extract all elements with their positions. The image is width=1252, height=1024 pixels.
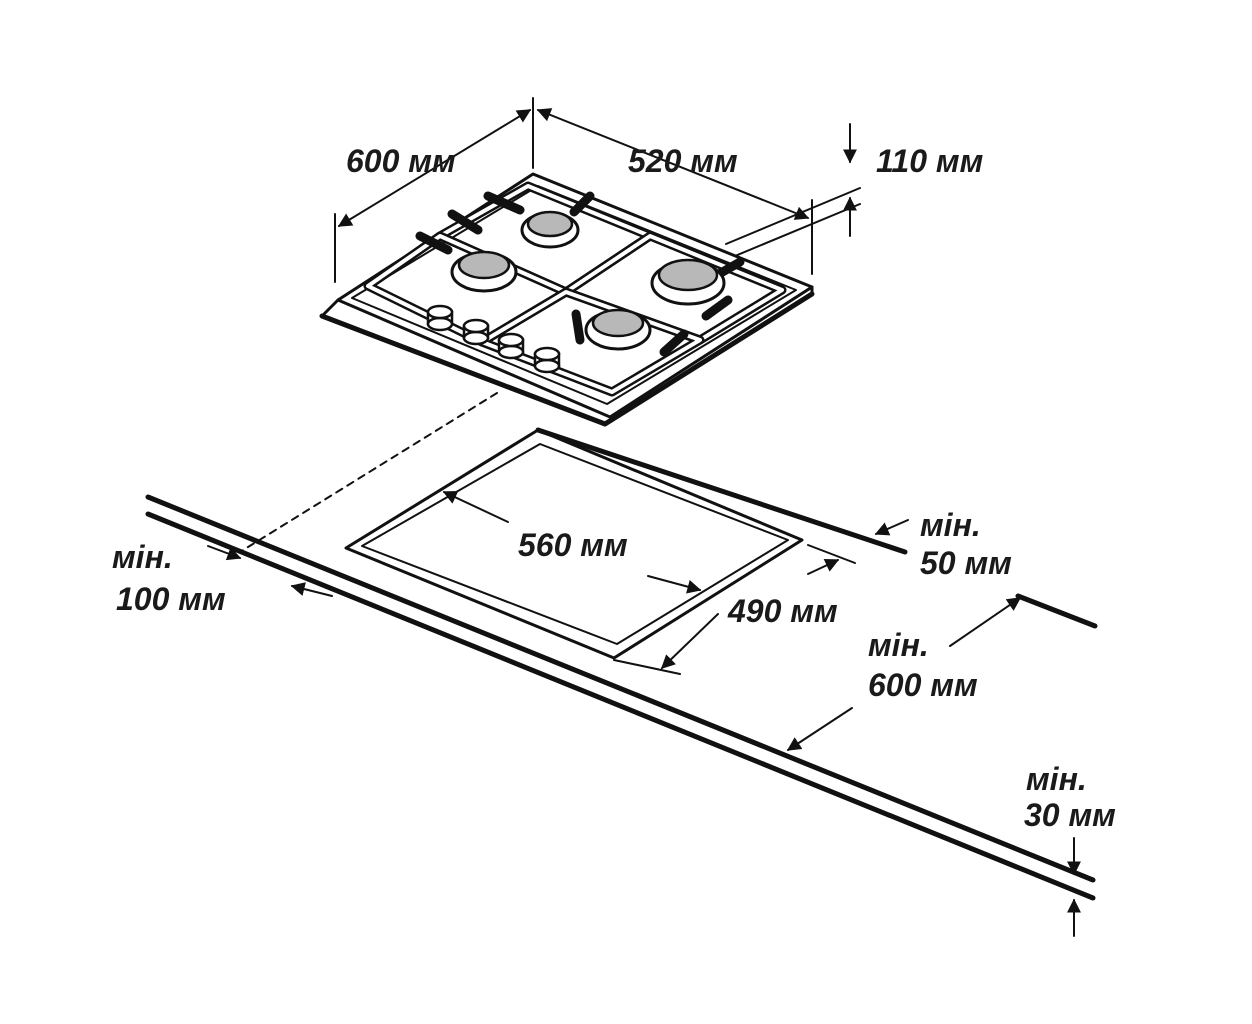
cutout-inner [361, 443, 789, 645]
back-clearance-value: 50 мм [920, 545, 1012, 581]
knob-4-icon [533, 346, 561, 374]
knob-1-icon [426, 304, 454, 332]
knob-3-icon [497, 332, 525, 360]
cutout-width-arrow-right [647, 575, 702, 594]
hob-height-label: 110 мм [876, 143, 984, 179]
burner-front-left [450, 250, 518, 293]
gas-hob [319, 172, 815, 427]
front-clearance-value: 600 мм [868, 667, 978, 703]
burner-front-right [584, 308, 652, 351]
side-clearance-arrow-right [290, 582, 333, 597]
hob-dimensions [334, 97, 861, 283]
cutout-width-arrow-left [442, 491, 509, 523]
worktop-front-edge-bottom [145, 511, 1096, 901]
cutout-depth-label: 490 мм [727, 593, 838, 629]
worktop-thickness-value: 30 мм [1024, 797, 1116, 833]
hob-width-label: 520 мм [628, 143, 738, 179]
worktop-back-edge [535, 427, 908, 555]
burner-rear-left [520, 210, 580, 249]
side-clearance-min: мін. [112, 539, 173, 575]
worktop-right-back-edge [1015, 593, 1098, 629]
cutout-width-label: 560 мм [518, 527, 628, 563]
burner-rear-right [650, 258, 726, 306]
back-clearance-arrow [874, 519, 909, 536]
cutout-opening [344, 428, 804, 660]
worktop [145, 427, 1098, 901]
cutout-dimensions [442, 491, 856, 675]
worktop-front-edge-top [145, 494, 1096, 883]
cutout-outer [344, 428, 804, 660]
side-clearance-arrow-left [207, 545, 242, 561]
hob-inner-rim [351, 185, 797, 405]
alignment-dashed-line [239, 392, 498, 553]
front-clearance-arrow-top [949, 597, 1022, 647]
hob-depth-arrow [337, 109, 532, 227]
hob-bottom-edge [319, 291, 815, 427]
clearance-arrows [207, 519, 1081, 937]
knob-2-icon [462, 318, 490, 346]
hob-left-corner [320, 298, 340, 318]
cutout-depth-arrow-top [807, 558, 840, 575]
hob-width-arrow [536, 108, 810, 220]
cutout-depth-arrow-bottom [660, 613, 719, 669]
control-knobs [426, 304, 561, 374]
side-clearance-value: 100 мм [116, 581, 226, 617]
hob-depth-label: 600 мм [346, 143, 456, 179]
front-clearance-min: мін. [868, 627, 929, 663]
worktop-thickness-min: мін. [1026, 761, 1087, 797]
front-clearance-arrow-bottom [786, 707, 853, 751]
back-clearance-min: мін. [920, 507, 981, 543]
